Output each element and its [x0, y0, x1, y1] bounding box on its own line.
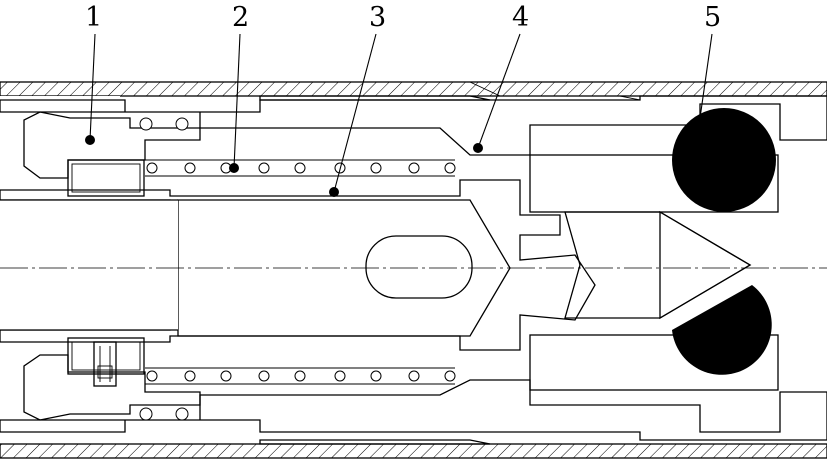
- callout-label-2: 2: [232, 2, 249, 33]
- callout-label-5: 5: [704, 2, 721, 33]
- ball-lower: [672, 285, 772, 375]
- mandrel-body: [0, 179, 596, 351]
- callout-label-3: 3: [369, 2, 386, 33]
- callout-label-4: 4: [512, 2, 529, 33]
- callout-2: 2: [229, 2, 249, 173]
- lower-sleeve: [0, 379, 827, 441]
- ball-valves: [672, 108, 776, 375]
- ball-upper: [672, 108, 776, 212]
- end-nut-top: [23, 111, 201, 197]
- o-rings: [139, 117, 189, 421]
- callout-1: 1: [85, 2, 102, 145]
- seat-chamber: [529, 154, 779, 391]
- spring-lower: [145, 367, 456, 385]
- callout-label-1: 1: [85, 2, 102, 33]
- callout-3: 3: [329, 2, 386, 197]
- callout-4: 4: [473, 2, 529, 153]
- upper-sleeve: [0, 81, 827, 156]
- callout-5: 5: [699, 2, 721, 119]
- end-nut-bottom: [23, 337, 201, 421]
- spring-upper: [145, 159, 456, 177]
- outer-casing-bottom: [0, 439, 827, 459]
